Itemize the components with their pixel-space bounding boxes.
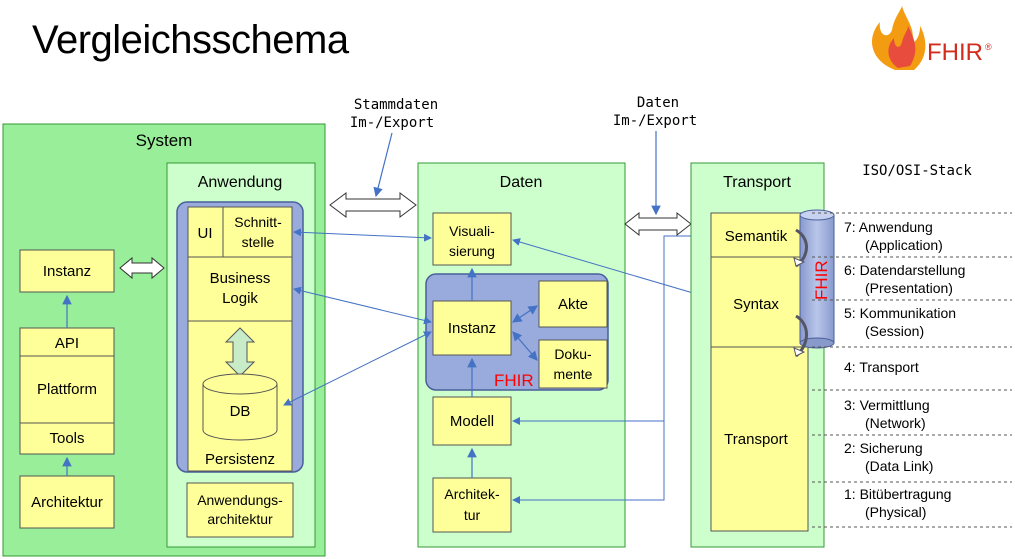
daten-architektur-label-2: tur bbox=[464, 507, 481, 523]
system-daten-double-arrow bbox=[329, 192, 417, 218]
dokumente-label-2: mente bbox=[554, 366, 593, 382]
modell-label: Modell bbox=[450, 413, 494, 430]
transport-fhir-label: FHIR bbox=[812, 260, 831, 300]
transport-stack bbox=[710, 212, 809, 532]
anwendungsarchitektur-label-1: Anwendungs- bbox=[197, 492, 283, 508]
daten-export-label-1: Daten bbox=[637, 95, 679, 111]
business-logik-box bbox=[187, 256, 293, 322]
daten-label: Daten bbox=[500, 174, 543, 191]
osi-layer-2-sub: (Data Link) bbox=[865, 458, 933, 474]
osi-layer-7: 7: Anwendung bbox=[844, 219, 933, 235]
osi-layer-3-sub: (Network) bbox=[865, 415, 926, 431]
system-instanz-box bbox=[19, 249, 115, 293]
modell-box bbox=[432, 396, 512, 446]
system-architektur-label: Architektur bbox=[31, 494, 103, 511]
logik-label: Logik bbox=[222, 290, 258, 307]
osi-layer-5-sub: (Session) bbox=[865, 323, 924, 339]
osi-layer-4: 4: Transport bbox=[844, 359, 919, 375]
fhir-logo-text: FHIR bbox=[927, 39, 983, 66]
visualisierung-label-1: Visuali- bbox=[449, 223, 495, 239]
ui-label: UI bbox=[198, 225, 213, 242]
daten-instanz-label: Instanz bbox=[448, 320, 496, 337]
daten-architektur-box bbox=[432, 477, 512, 533]
instanz-anwendung-double-arrow bbox=[119, 256, 165, 280]
tools-label: Tools bbox=[49, 430, 84, 447]
transport-layer-label: Transport bbox=[724, 431, 788, 448]
daten-architektur-label-1: Architek- bbox=[444, 486, 500, 502]
schnittstelle-label-1: Schnitt- bbox=[234, 214, 282, 230]
page-title: Vergleichsschema bbox=[32, 18, 349, 62]
stammdaten-label-1: Stammdaten bbox=[354, 97, 438, 113]
osi-layer-7-sub: (Application) bbox=[865, 237, 943, 253]
syntax-label: Syntax bbox=[733, 296, 779, 313]
transport-fhir-cylinder bbox=[799, 209, 835, 349]
fhir-flame-icon bbox=[872, 6, 926, 70]
osi-layer-1: 1: Bitübertragung bbox=[844, 486, 951, 502]
system-platform-stack bbox=[19, 327, 115, 455]
business-label: Business bbox=[210, 270, 271, 287]
osi-layer-6-sub: (Presentation) bbox=[865, 280, 953, 296]
visualisierung-label-2: sierung bbox=[449, 243, 495, 259]
ui-schnittstelle-box bbox=[187, 206, 293, 258]
plattform-label: Plattform bbox=[37, 381, 97, 398]
osi-layer-1-sub: (Physical) bbox=[865, 504, 926, 520]
anwendungsarchitektur-label-2: architektur bbox=[207, 511, 273, 527]
daten-export-label-2: Im-/Export bbox=[613, 113, 697, 129]
db-cylinder bbox=[202, 373, 278, 441]
iso-osi-title: ISO/OSI-Stack bbox=[862, 163, 972, 179]
anwendungsarchitektur-box bbox=[186, 482, 294, 538]
system-instanz-label: Instanz bbox=[43, 263, 91, 280]
transport-label: Transport bbox=[723, 174, 791, 191]
visualisierung-box bbox=[432, 212, 512, 266]
api-label: API bbox=[55, 335, 79, 352]
daten-fhir-label: FHIR bbox=[494, 371, 534, 390]
semantik-label: Semantik bbox=[725, 228, 788, 245]
osi-layer-2: 2: Sicherung bbox=[844, 440, 923, 456]
fhir-logo-reg: ® bbox=[985, 42, 992, 52]
daten-transport-double-arrow bbox=[624, 211, 692, 237]
akte-label: Akte bbox=[558, 296, 588, 313]
schnittstelle-label-2: stelle bbox=[242, 234, 275, 250]
stammdaten-label-2: Im-/Export bbox=[350, 115, 434, 131]
osi-layers: 7: Anwendung (Application) 6: Datendarst… bbox=[844, 219, 965, 520]
osi-layer-6: 6: Datendarstellung bbox=[844, 262, 965, 278]
daten-instanz-box bbox=[432, 300, 512, 356]
osi-layer-5: 5: Kommunikation bbox=[844, 305, 956, 321]
persistenz-label: Persistenz bbox=[205, 451, 275, 468]
dokumente-label-1: Doku- bbox=[554, 346, 592, 362]
osi-layer-3: 3: Vermittlung bbox=[844, 397, 930, 413]
dokumente-box bbox=[538, 339, 608, 389]
db-label: DB bbox=[230, 403, 251, 420]
system-label: System bbox=[136, 131, 193, 150]
anwendung-label: Anwendung bbox=[198, 174, 283, 191]
